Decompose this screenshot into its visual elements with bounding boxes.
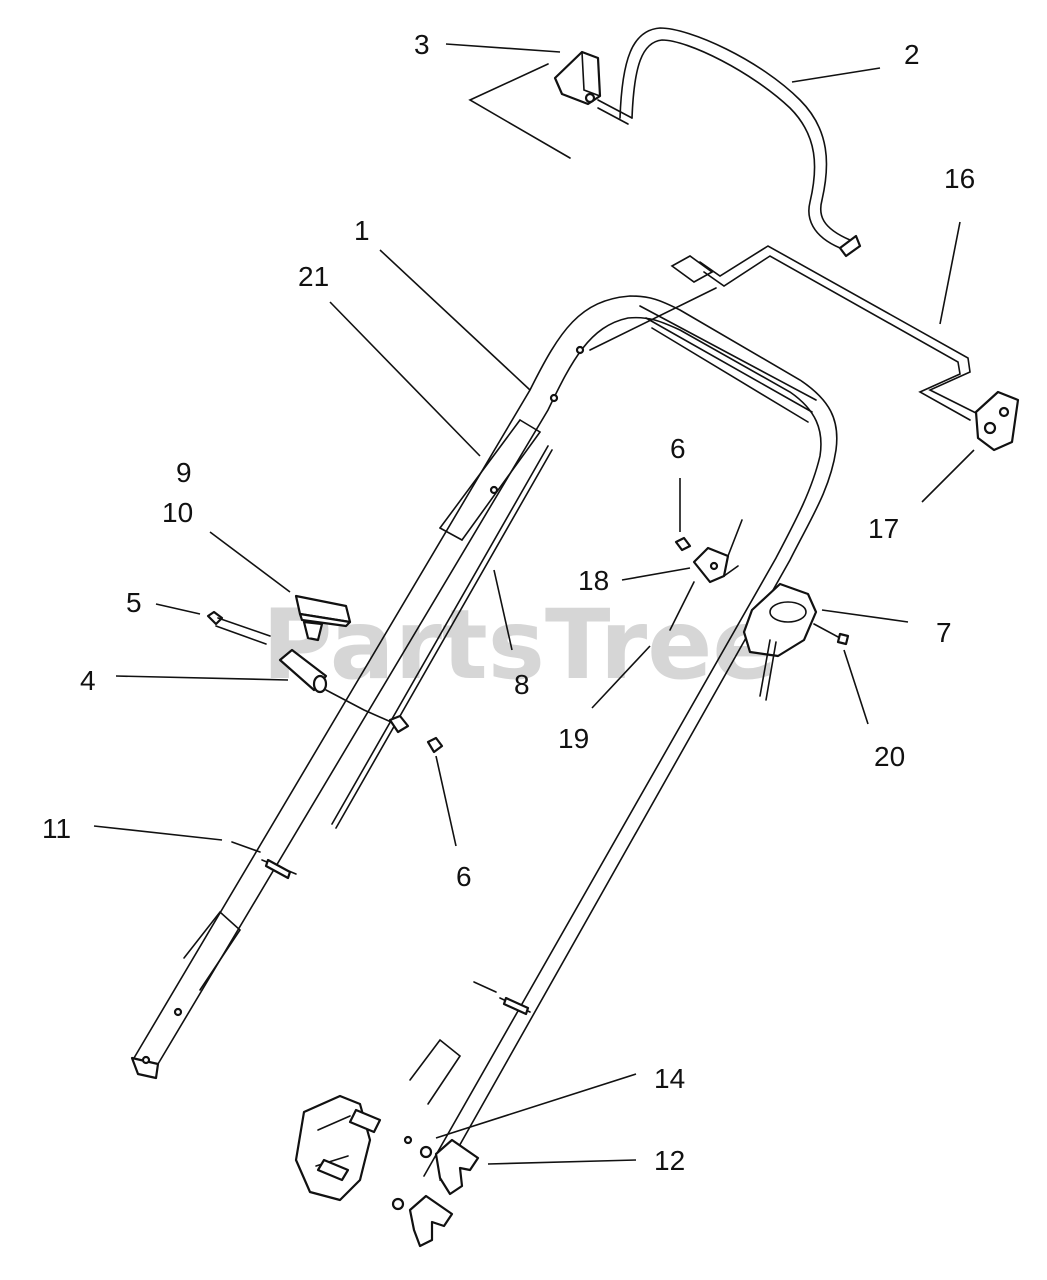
callout-6-upper: 6	[670, 433, 686, 464]
callout-7: 7	[936, 617, 952, 648]
part-18-cable-clamp	[692, 519, 743, 584]
lower-handle-bolt	[409, 981, 531, 1105]
part-12-knob-lower	[391, 1194, 454, 1248]
callout-17: 17	[868, 513, 899, 544]
callout-21: 21	[298, 261, 329, 292]
callouts: 3 2 16 1 21 9 10 5 4 6 18 8 7 17 19 20 1…	[42, 29, 975, 1176]
part-10-handle-pad	[294, 594, 352, 642]
callout-5: 5	[126, 587, 142, 618]
part-1-upper-handle	[130, 295, 838, 1181]
part-6-nut-upper	[674, 536, 692, 552]
part-11-bolt	[231, 841, 297, 880]
part-8-cable	[331, 445, 553, 829]
callout-18: 18	[578, 565, 609, 596]
callout-1: 1	[354, 215, 370, 246]
callout-9: 9	[176, 457, 192, 488]
part-6-nut-lower	[388, 714, 444, 754]
part-3-bracket	[468, 50, 633, 159]
height-adjust-bracket	[294, 1094, 382, 1202]
watermark: PartsTree	[262, 589, 777, 701]
part-2-bail	[619, 27, 862, 258]
part-20-screw	[813, 623, 850, 646]
part-5-bolt	[206, 610, 271, 645]
part-12-knob-upper	[419, 1138, 480, 1196]
callout-19: 19	[558, 723, 589, 754]
callout-6-lower: 6	[456, 861, 472, 892]
callout-4: 4	[80, 665, 96, 696]
callout-10: 10	[162, 497, 193, 528]
part-19-cable	[669, 581, 695, 631]
callout-16: 16	[944, 163, 975, 194]
part-4-spacer	[278, 648, 401, 727]
callout-8: 8	[514, 669, 530, 700]
part-21-cable-cover	[439, 419, 541, 541]
leader-lines	[93, 43, 975, 1165]
callout-20: 20	[874, 741, 905, 772]
callout-2: 2	[904, 39, 920, 70]
callout-11: 11	[42, 813, 71, 844]
callout-14: 14	[654, 1063, 685, 1094]
callout-3: 3	[414, 29, 430, 60]
part-7-cable-guide	[742, 582, 818, 701]
part-17-bracket	[974, 390, 1020, 452]
callout-12: 12	[654, 1145, 685, 1176]
part-16-control-rod	[589, 245, 979, 421]
part-14-washer	[403, 1135, 413, 1145]
